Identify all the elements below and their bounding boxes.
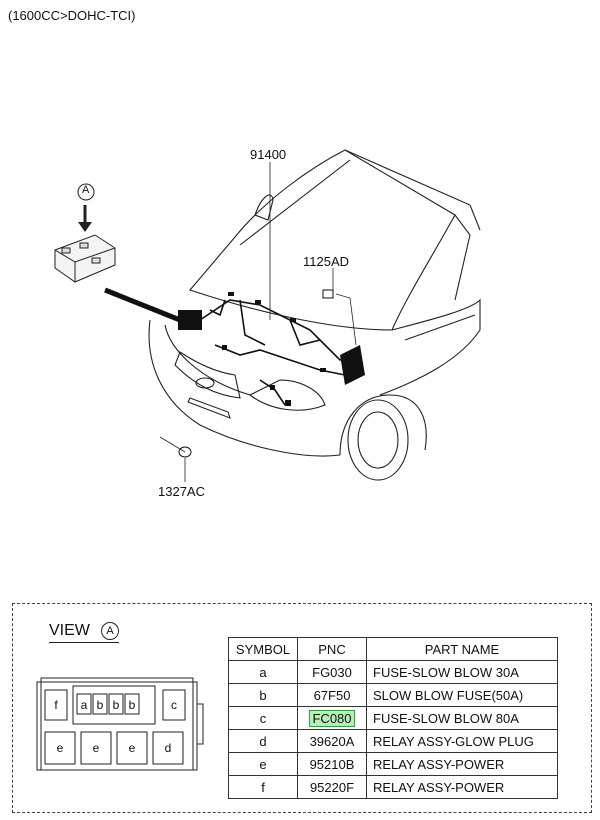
- header-symbol: SYMBOL: [228, 637, 298, 661]
- view-underline: [49, 642, 119, 643]
- grille: [174, 351, 241, 399]
- cell-e3: e: [129, 741, 136, 755]
- pnc-highlight-badge[interactable]: FC080: [309, 709, 355, 727]
- row-part-name: RELAY ASSY-POWER: [366, 752, 558, 776]
- table-row: a FG030 FUSE-SLOW BLOW 30A: [228, 660, 558, 684]
- row-symbol: d: [228, 729, 298, 753]
- row-part-name: SLOW BLOW FUSE(50A): [366, 683, 558, 707]
- table-row: f 95220F RELAY ASSY-POWER: [228, 775, 558, 799]
- table-row: c FC080 FUSE-SLOW BLOW 80A: [228, 706, 558, 730]
- headlight: [248, 379, 326, 411]
- cell-f: f: [54, 698, 58, 712]
- row-pnc[interactable]: 67F50: [297, 683, 367, 707]
- header-pnc: PNC: [297, 637, 367, 661]
- view-arrow: [78, 205, 92, 232]
- row-symbol: b: [228, 683, 298, 707]
- row-part-name: FUSE-SLOW BLOW 80A: [366, 706, 558, 730]
- row-symbol: f: [228, 775, 298, 799]
- row-pnc-highlighted[interactable]: FC080: [297, 706, 367, 730]
- header-part-name: PART NAME: [366, 637, 558, 661]
- callout-harness-91400: 91400: [250, 147, 287, 162]
- row-pnc[interactable]: FG030: [297, 660, 367, 684]
- row-pnc[interactable]: 95210B: [297, 752, 367, 776]
- row-part-name: RELAY ASSY-GLOW PLUG: [366, 729, 558, 753]
- view-title: VIEW: [49, 622, 90, 639]
- cell-b1: b: [97, 698, 104, 712]
- parts-table: SYMBOL PNC PART NAME a FG030 FUSE-SLOW B…: [228, 637, 558, 799]
- cell-c: c: [171, 698, 177, 712]
- cell-b3: b: [129, 698, 136, 712]
- fuse-box-layout: f a b b b c e e e d: [36, 677, 204, 771]
- wiring-harness: [199, 299, 361, 406]
- cell-e1: e: [57, 741, 64, 755]
- table-row: e 95210B RELAY ASSY-POWER: [228, 752, 558, 776]
- relay-block: [178, 310, 202, 330]
- table-row: b 67F50 SLOW BLOW FUSE(50A): [228, 683, 558, 707]
- row-symbol: e: [228, 752, 298, 776]
- callout-view-marker: A: [82, 184, 90, 196]
- row-symbol: a: [228, 660, 298, 684]
- engine-note: (1600CC>DOHC-TCI): [8, 8, 136, 23]
- callout-grommet-1327ac: 1327AC: [158, 484, 205, 499]
- hood-outline: [189, 149, 456, 331]
- cell-d: d: [165, 741, 172, 755]
- row-symbol: c: [228, 706, 298, 730]
- row-part-name: FUSE-SLOW BLOW 30A: [366, 660, 558, 684]
- view-marker-circle: [77, 183, 95, 201]
- table-row: d 39620A RELAY ASSY-GLOW PLUG: [228, 729, 558, 753]
- cell-a: a: [81, 698, 88, 712]
- row-part-name: RELAY ASSY-POWER: [366, 775, 558, 799]
- view-a-panel: VIEW A f a b b b: [12, 603, 592, 813]
- cell-b2: b: [113, 698, 120, 712]
- row-pnc[interactable]: 39620A: [297, 729, 367, 753]
- row-pnc[interactable]: 95220F: [297, 775, 367, 799]
- car-harness-illustration: [54, 149, 481, 482]
- cell-e2: e: [93, 741, 100, 755]
- parts-table-header: SYMBOL PNC PART NAME: [228, 637, 558, 661]
- view-marker: A: [101, 622, 119, 640]
- front-wheel: [347, 399, 409, 481]
- fuse-box-drawing: [54, 234, 116, 283]
- bolt-1125ad: [322, 289, 334, 299]
- callout-bolt-1125ad: 1125AD: [303, 254, 350, 269]
